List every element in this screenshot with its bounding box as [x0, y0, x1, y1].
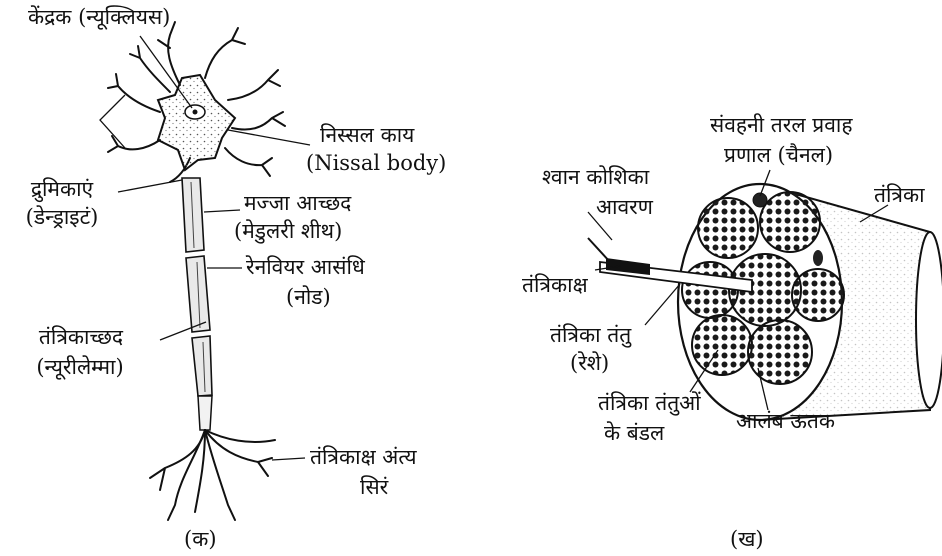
label-axon-terminal-2: सिरं — [360, 474, 388, 500]
label-schwann-sheath: श्वान कोशिका — [542, 164, 649, 190]
label-schwann-sheath-2: आवरण — [596, 194, 653, 220]
label-dendrites-en: (डेन्ड्राइटं) — [0, 204, 124, 230]
label-myelin-sheath-en: (मेडुलरी शीथ) — [234, 218, 342, 244]
label-nissl-body: निस्सल काय — [320, 122, 414, 148]
label-myelin-sheath: मज्जा आच्छद — [244, 190, 351, 216]
label-nerve-fiber-2: (रेशे) — [570, 350, 609, 376]
label-axon: तंत्रिकाक्ष — [522, 272, 588, 298]
label-ranvier-node-en: (नोड) — [286, 284, 331, 310]
label-vascular-channel: संवहनी तरल प्रवाह — [710, 112, 852, 138]
axon-myelin — [182, 178, 212, 396]
caption-figure-b: (ख) — [730, 526, 764, 552]
label-nucleus: केंद्रक (न्यूक्लियस) — [28, 4, 170, 30]
label-nerve: तंत्रिका — [874, 182, 925, 208]
axon-terminals — [150, 430, 275, 520]
label-dendrites: द्रुमिकाएं — [6, 176, 118, 202]
label-neurilemma: तंत्रिकाच्छद — [6, 324, 156, 350]
label-nissl-body-en: (Nissal body) — [306, 150, 446, 176]
caption-figure-a: (क) — [184, 526, 217, 552]
label-vascular-channel-2: प्रणाल (चैनल) — [724, 142, 833, 168]
label-ranvier-node: रेनवियर आसंधि — [246, 254, 365, 280]
cell-body — [158, 75, 235, 170]
label-connective-tissue: आलंब ऊतक — [736, 408, 835, 434]
label-nerve-fiber: तंत्रिका तंतु — [550, 322, 631, 348]
label-axon-terminal: तंत्रिकाक्ष अंत्य — [310, 444, 417, 470]
label-fiber-bundles-2: के बंडल — [604, 420, 664, 446]
label-neurilemma-en: (न्यूरीलेम्मा) — [0, 354, 160, 380]
label-fiber-bundles: तंत्रिका तंतुओं — [598, 390, 701, 416]
